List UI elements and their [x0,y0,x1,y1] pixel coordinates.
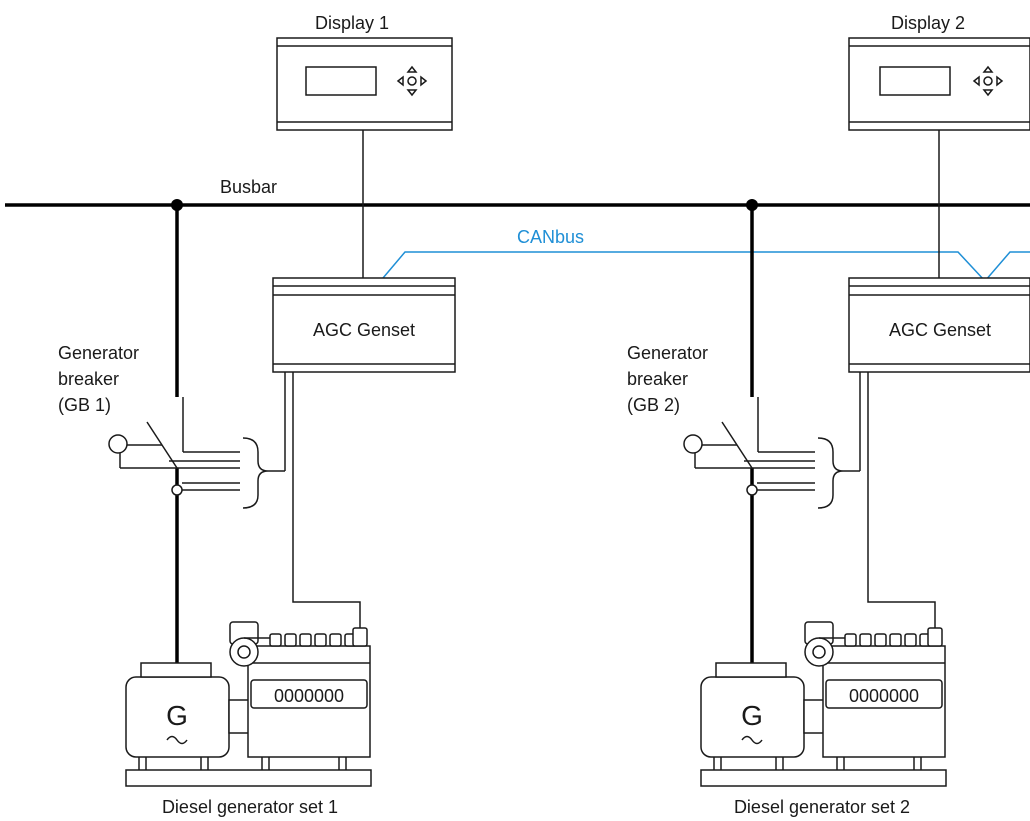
ac-wave-icon [741,735,763,745]
agc-genset-2-label: AGC Genset [889,320,991,340]
system-1: Display 1 AGC Genset [58,13,456,817]
breaker-1-label-line-2: breaker [58,369,119,389]
breaker-2-label-line-2: breaker [627,369,688,389]
generator-breaker-1 [108,397,240,496]
genset-2-turbo [804,637,834,667]
controller-2-cable-b [867,372,936,628]
breaker-1-label-line-3: (GB 1) [58,395,111,415]
controller-1-cable-b [292,372,361,628]
system-2: Display 2 AGC Genset [627,13,1030,817]
genset-2-cylinder-heads [844,627,943,647]
genset-1-cylinder-text: 0000000 [274,686,344,706]
breaker-2-label-line-3: (GB 2) [627,395,680,415]
genset-2-label: Diesel generator set 2 [734,797,910,817]
signal-brace-2 [817,437,844,509]
signal-brace-1 [242,437,269,509]
genset-1-generator-symbol: G [166,700,188,731]
genset-1-cylinder-bank [250,679,368,709]
breaker-2-label-line-1: Generator [627,343,708,363]
canbus-label: CANbus [517,227,584,247]
genset-2-generator-symbol: G [741,700,763,731]
breaker-1-aux-contact [171,484,183,496]
breaker-2-aux-contact [746,484,758,496]
agc-genset-1-controller: AGC Genset [272,277,456,373]
diesel-genset-1: G 0000000 [125,621,372,787]
display-2-screen [879,66,951,96]
display-2-label: Display 2 [891,13,965,33]
genset-1-base [125,769,372,787]
display-1-screen [305,66,377,96]
genset-1-turbo [229,637,259,667]
genset-1-cylinder-heads [269,627,368,647]
canbus-line [382,251,1030,283]
breaker-1-label-line-1: Generator [58,343,139,363]
genset-2-cylinder-text: 0000000 [849,686,919,706]
breaker-2-actuator-knob [683,434,703,454]
genset-1-label: Diesel generator set 1 [162,797,338,817]
display-1 [276,37,453,131]
diesel-genset-2: G 0000000 [700,621,947,787]
genset-2-cylinder-bank [825,679,943,709]
display-1-label: Display 1 [315,13,389,33]
display-2 [848,37,1030,131]
navigation-pad-icon [396,65,428,97]
busbar-label: Busbar [220,177,277,197]
generator-breaker-2 [683,397,815,496]
agc-genset-1-label: AGC Genset [313,320,415,340]
agc-genset-2-controller: AGC Genset [848,277,1030,373]
genset-2-base [700,769,947,787]
ac-wave-icon [166,735,188,745]
breaker-1-actuator-knob [108,434,128,454]
navigation-pad-icon [972,65,1004,97]
